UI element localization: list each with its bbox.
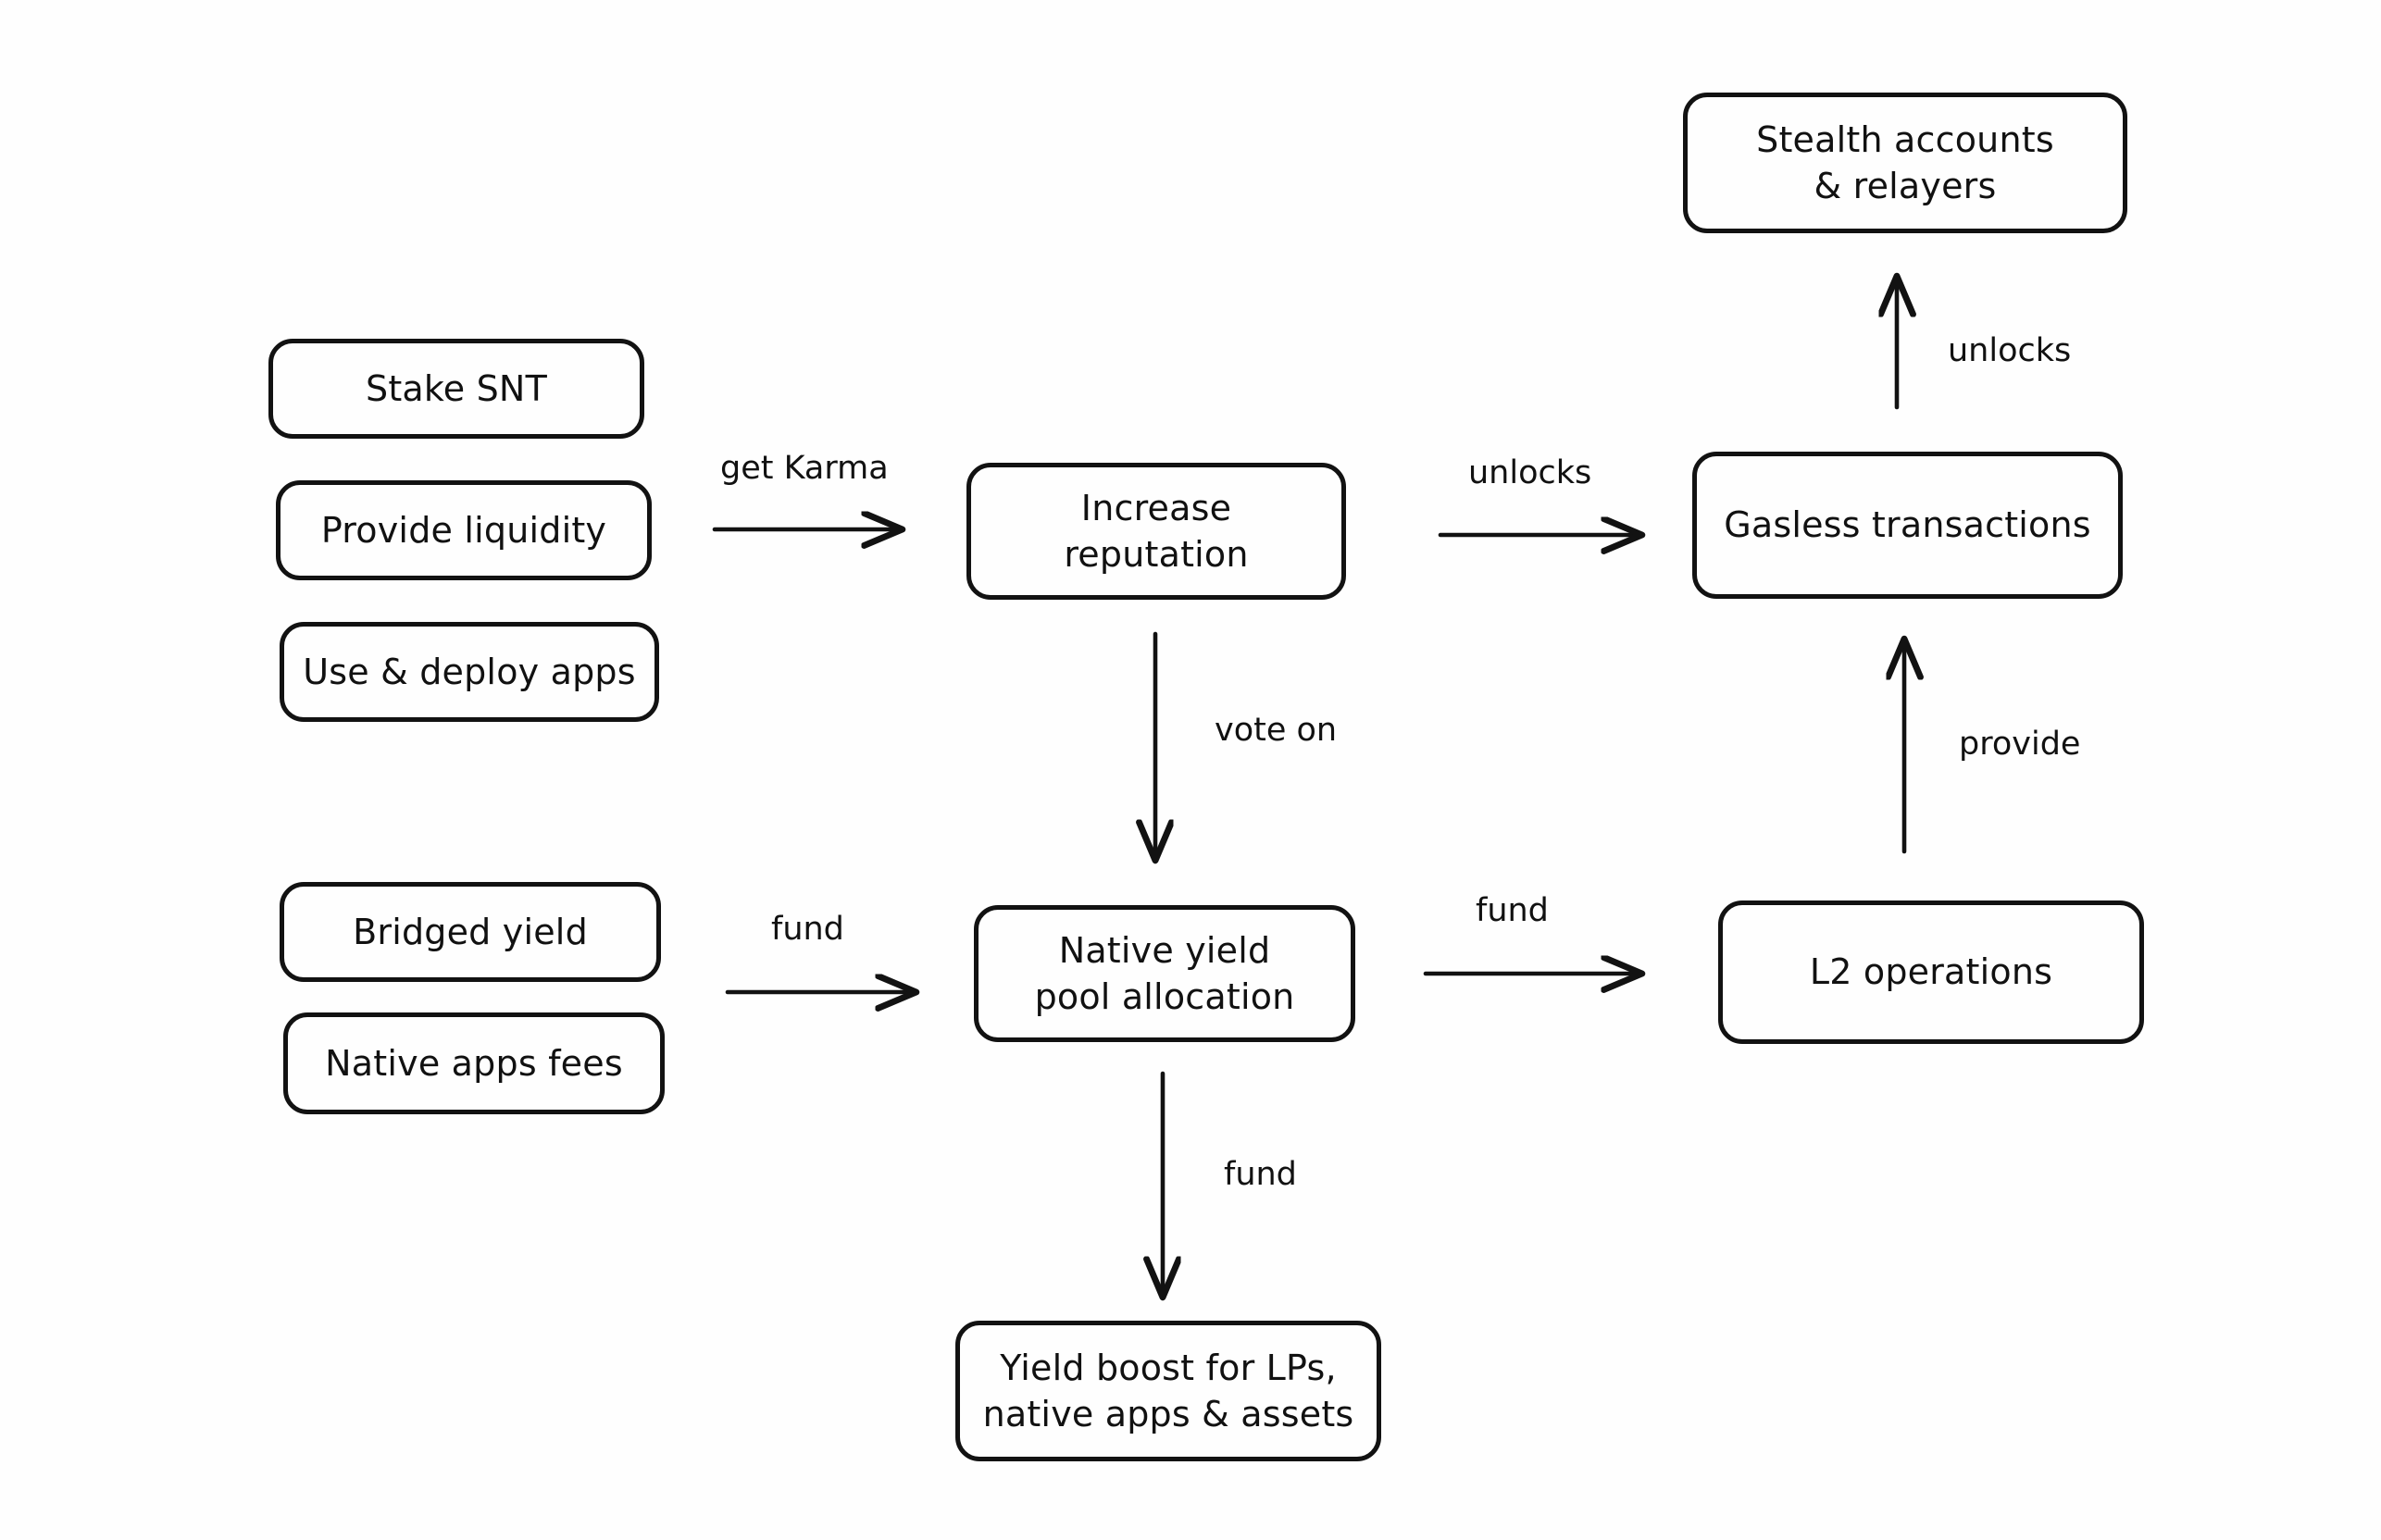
edge-label-vote-on: vote on	[1215, 712, 1338, 749]
edge-label-unlocks-gasless: unlocks	[1468, 454, 1592, 491]
edge-label-get-karma: get Karma	[720, 450, 889, 487]
edge-label-unlocks-stealth: unlocks	[1948, 332, 2072, 369]
node-increase-reputation[interactable]: Increase reputation	[966, 463, 1346, 600]
node-stealth-accounts-relayers[interactable]: Stealth accounts & relayers	[1683, 93, 2127, 233]
node-yield-boost[interactable]: Yield boost for LPs, native apps & asset…	[955, 1321, 1381, 1461]
edge-label-fund-pool: fund	[771, 911, 844, 948]
node-provide-liquidity[interactable]: Provide liquidity	[276, 480, 652, 580]
node-bridged-yield[interactable]: Bridged yield	[280, 882, 661, 982]
node-stake-snt[interactable]: Stake SNT	[268, 339, 644, 439]
node-native-apps-fees[interactable]: Native apps fees	[283, 1012, 665, 1114]
edge-label-fund-l2: fund	[1476, 892, 1549, 929]
node-gasless-transactions[interactable]: Gasless transactions	[1692, 452, 2123, 599]
node-use-deploy-apps[interactable]: Use & deploy apps	[280, 622, 659, 722]
edge-label-provide: provide	[1959, 726, 2081, 763]
node-l2-operations[interactable]: L2 operations	[1718, 900, 2144, 1044]
edge-label-fund-yield-boost: fund	[1224, 1156, 1297, 1193]
node-native-yield-pool-allocation[interactable]: Native yield pool allocation	[974, 905, 1355, 1042]
